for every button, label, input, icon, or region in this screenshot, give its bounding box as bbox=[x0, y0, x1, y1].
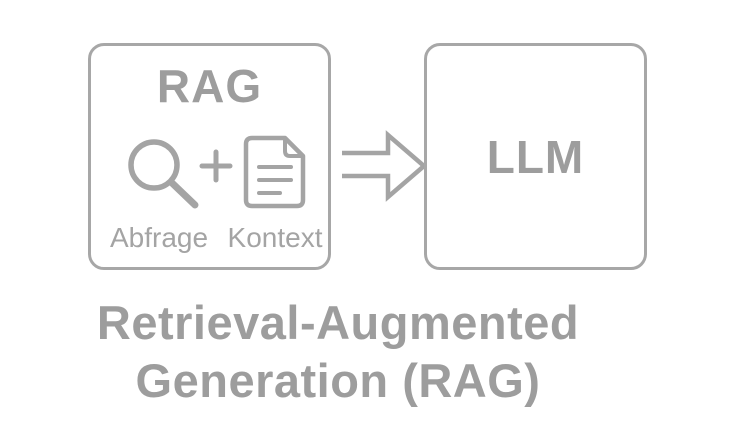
kontext-label: Kontext bbox=[227, 222, 323, 253]
caption-line-1: Retrieval-Augmented bbox=[96, 296, 580, 349]
plus-icon bbox=[199, 149, 233, 183]
rag-box: RAG Abfrage Kontext + bbox=[88, 43, 331, 270]
caption: Retrieval-Augmented Generation (RAG) bbox=[0, 294, 676, 410]
abfrage-label: Abfrage bbox=[109, 222, 209, 253]
rag-box-title: RAG bbox=[156, 60, 263, 112]
document-icon bbox=[243, 135, 306, 209]
caption-line-2: Generation (RAG) bbox=[135, 354, 541, 407]
rag-box-icons bbox=[128, 135, 306, 209]
llm-box: LLM bbox=[424, 43, 647, 270]
llm-box-title: LLM bbox=[486, 130, 585, 183]
magnifier-icon bbox=[128, 139, 199, 209]
